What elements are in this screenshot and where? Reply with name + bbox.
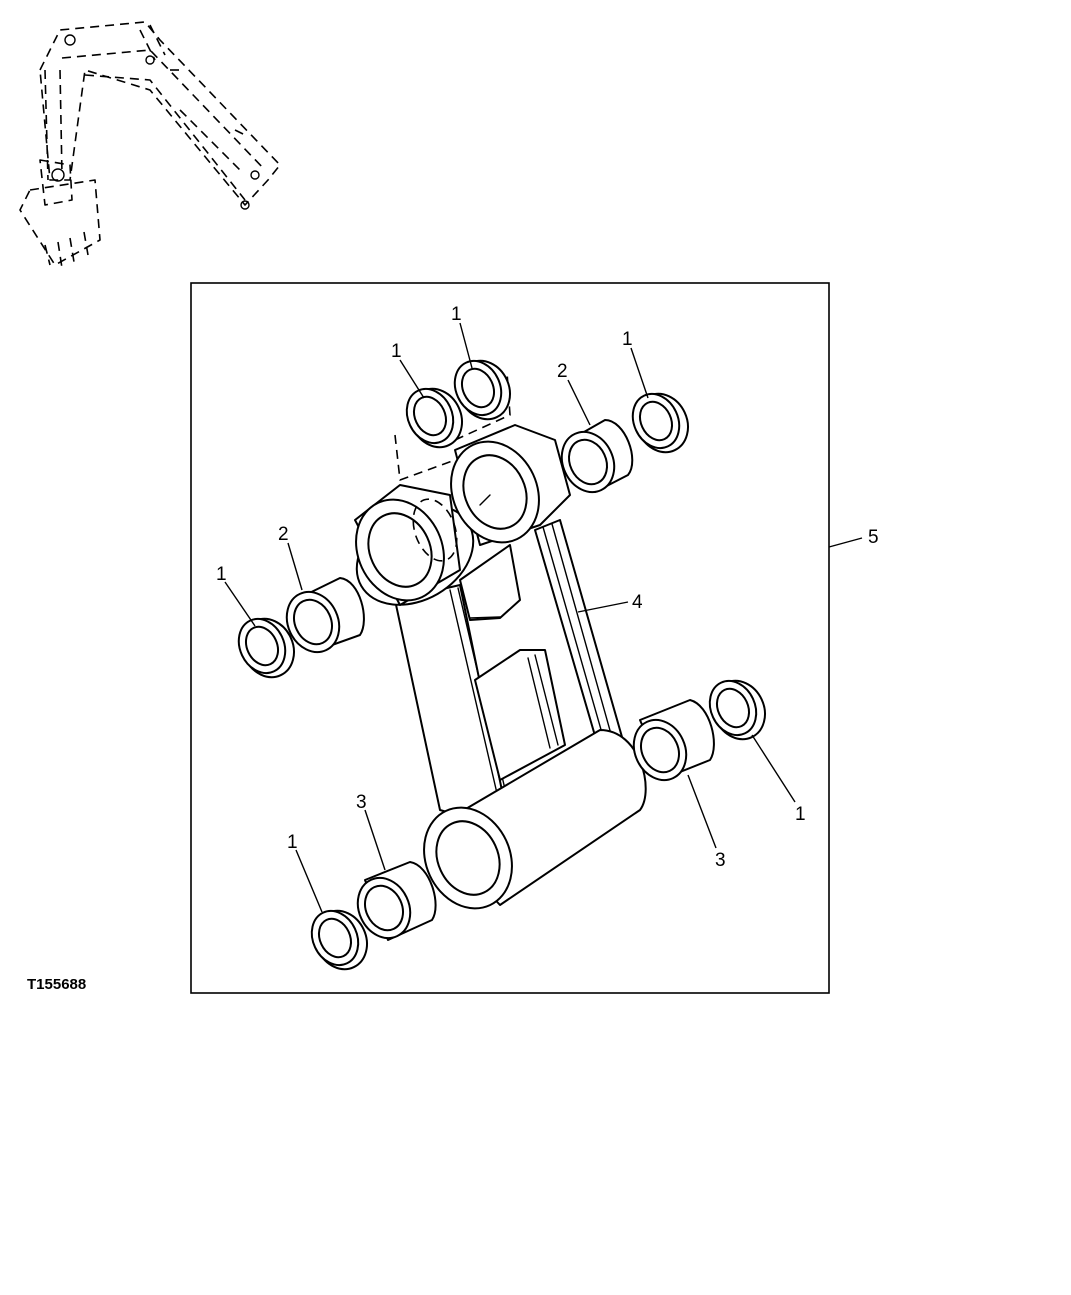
callout-4: 4 bbox=[632, 592, 643, 613]
callout-3-right: 3 bbox=[715, 850, 726, 871]
callout-2-top-right: 2 bbox=[557, 361, 568, 382]
kit-frame bbox=[190, 282, 830, 994]
link-assembly bbox=[354, 371, 647, 910]
washer-top-right bbox=[631, 392, 689, 454]
bushing-bottom bbox=[356, 861, 437, 941]
callout-1-left: 1 bbox=[216, 564, 227, 585]
callout-1-bottom: 1 bbox=[287, 832, 298, 853]
callout-1-right: 1 bbox=[795, 804, 806, 825]
washer-left bbox=[237, 617, 295, 679]
washer-bottom bbox=[310, 909, 368, 971]
leader-lines bbox=[224, 322, 863, 913]
callout-1-top-right: 1 bbox=[622, 329, 633, 350]
callout-1-top-mid: 1 bbox=[451, 304, 462, 325]
bushing-left bbox=[285, 577, 365, 654]
callout-2-left: 2 bbox=[278, 524, 289, 545]
bushing-top-right bbox=[560, 419, 634, 494]
callout-3-bottom: 3 bbox=[356, 792, 367, 813]
washer-top-left bbox=[405, 387, 463, 449]
callout-1-top-left: 1 bbox=[391, 341, 402, 362]
figure-id: T155688 bbox=[27, 976, 86, 993]
callout-5: 5 bbox=[868, 527, 879, 548]
machine-locator-inset bbox=[19, 21, 281, 269]
washer-right bbox=[708, 679, 766, 741]
bushing-right bbox=[632, 699, 715, 782]
